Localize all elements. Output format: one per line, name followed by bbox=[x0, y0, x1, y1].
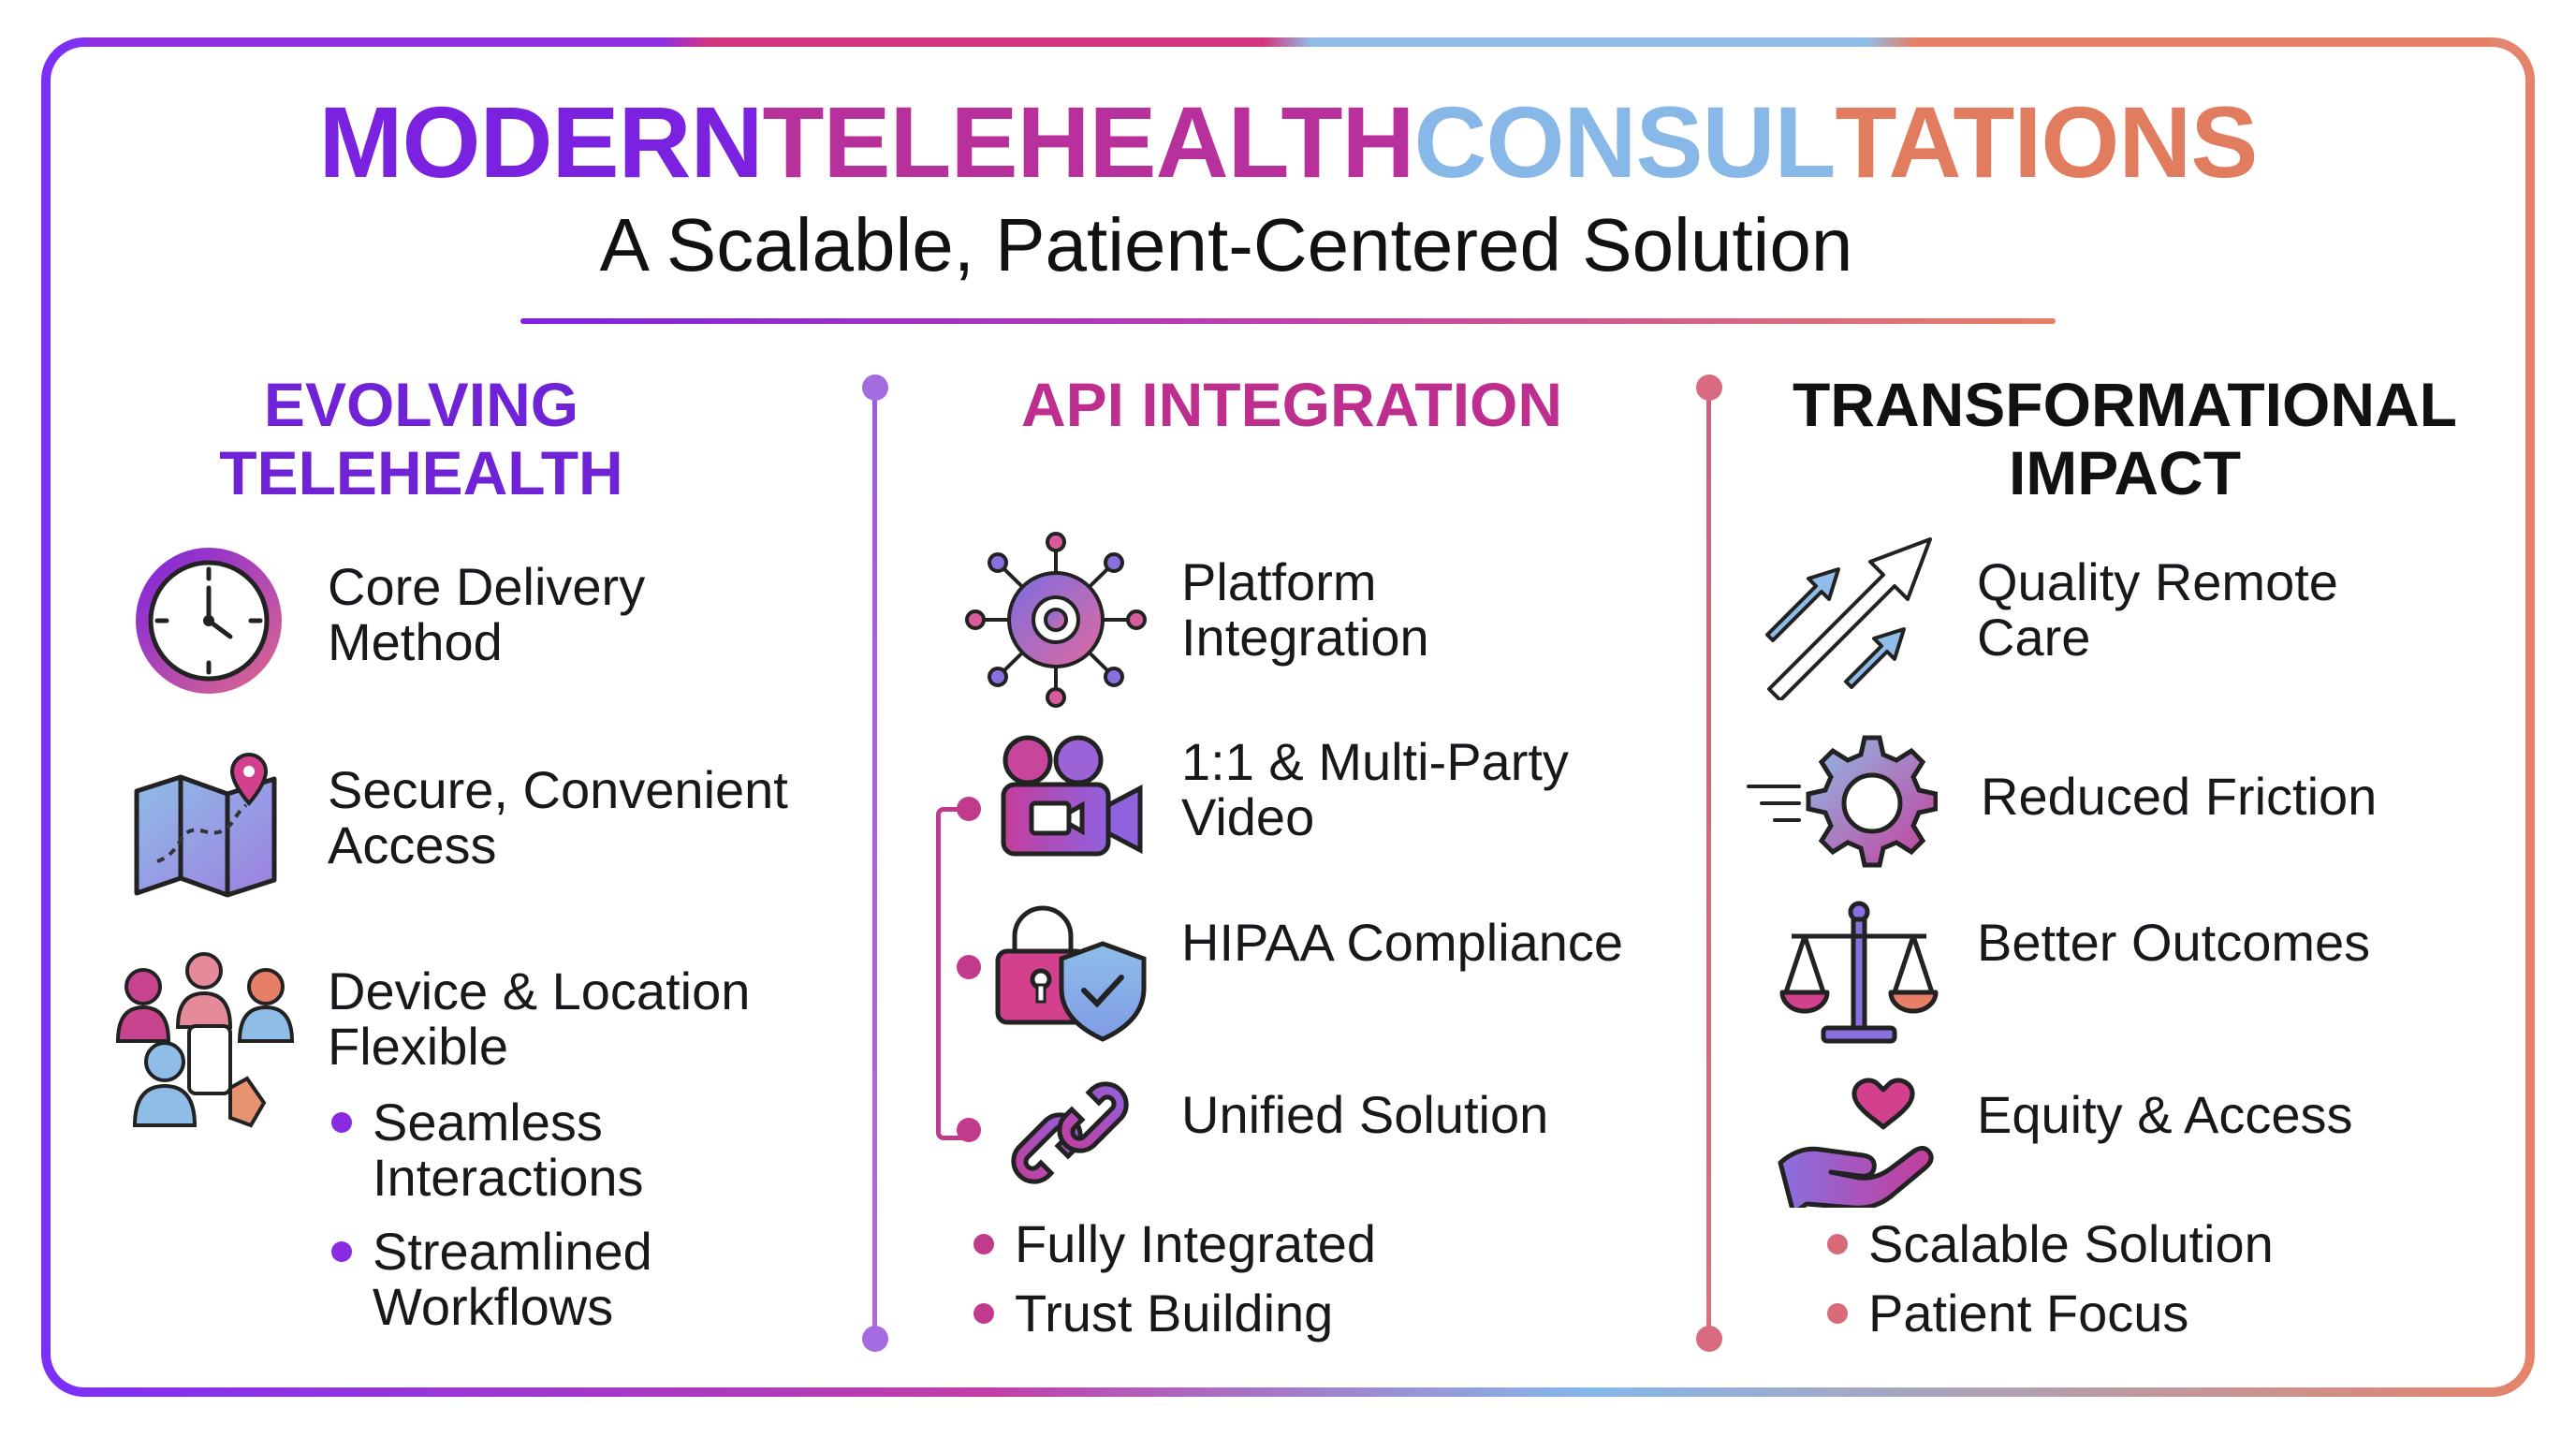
bullet-dot bbox=[973, 1234, 994, 1255]
item-reduced-friction: Reduced Friction bbox=[1981, 767, 2378, 826]
bullet-streamlined-line1: Streamlined bbox=[373, 1222, 652, 1281]
bullet-streamlined-line2: Workflows bbox=[373, 1276, 614, 1336]
clock-icon bbox=[136, 548, 282, 694]
heart-hand-icon bbox=[1778, 1078, 1934, 1208]
bullet-dot bbox=[1827, 1303, 1848, 1324]
column-separator-2 bbox=[1706, 386, 1711, 1339]
title-part-tations: TATIONS bbox=[1835, 85, 2259, 198]
item-core-delivery-line2: Method bbox=[328, 611, 503, 671]
bullet-dot bbox=[973, 1303, 994, 1324]
bullet-trust-building: Trust Building bbox=[973, 1284, 1334, 1343]
column-3-heading-line2: IMPACT bbox=[2008, 437, 2242, 507]
separator-2-bottom-dot bbox=[1696, 1326, 1722, 1352]
bullet-dot bbox=[331, 1112, 352, 1133]
item-secure-access-line2: Access bbox=[328, 814, 497, 874]
column-3-heading: TRANSFORMATIONAL IMPACT bbox=[1760, 371, 2490, 506]
item-outcomes-line1: Better Outcomes bbox=[1977, 913, 2371, 972]
bullet-streamlined-workflows: Streamlined Workflows bbox=[331, 1222, 652, 1336]
item-secure-access: Secure, Convenient Access bbox=[328, 760, 788, 874]
item-hipaa-compliance: HIPAA Compliance bbox=[1181, 913, 1624, 972]
item-device-flexible-line2: Flexible bbox=[328, 1016, 508, 1076]
item-friction-line1: Reduced Friction bbox=[1981, 767, 2378, 826]
growth-arrows-icon bbox=[1765, 537, 1932, 700]
item-video-line2: Video bbox=[1181, 786, 1315, 846]
people-device-icon bbox=[115, 952, 295, 1128]
item-secure-access-line1: Secure, Convenient bbox=[328, 760, 788, 819]
bullet-scalable-text: Scalable Solution bbox=[1868, 1214, 2274, 1273]
title-part-modern: MODERN bbox=[318, 85, 764, 198]
bullet-fully-integrated: Fully Integrated bbox=[973, 1214, 1376, 1273]
bullet-patient-focus: Patient Focus bbox=[1827, 1284, 2189, 1343]
bracket-dot-unified bbox=[957, 1118, 981, 1142]
item-quality-line2: Care bbox=[1977, 607, 2091, 667]
page-subtitle: A Scalable, Patient-Centered Solution bbox=[599, 203, 1853, 286]
balance-scale-icon bbox=[1779, 901, 1939, 1044]
bullet-seamless-line2: Interactions bbox=[373, 1147, 644, 1207]
speed-gear-icon bbox=[1747, 735, 1938, 868]
chain-link-icon bbox=[1011, 1081, 1129, 1184]
column-2-heading: API INTEGRATION bbox=[936, 371, 1647, 439]
item-better-outcomes: Better Outcomes bbox=[1977, 913, 2371, 972]
item-device-flexible-line1: Device & Location bbox=[328, 961, 751, 1020]
column-1-heading: EVOLVING TELEHEALTH bbox=[140, 371, 702, 506]
item-platform-line2: Integration bbox=[1181, 607, 1429, 667]
bullet-patient-focus-text: Patient Focus bbox=[1868, 1284, 2189, 1343]
outer-frame bbox=[41, 37, 2535, 1397]
item-unified-solution: Unified Solution bbox=[1181, 1085, 1549, 1144]
video-camera-icon bbox=[1001, 735, 1143, 857]
item-platform-integration: Platform Integration bbox=[1181, 552, 1429, 667]
bullet-scalable-solution: Scalable Solution bbox=[1827, 1214, 2274, 1273]
lock-shield-icon bbox=[995, 905, 1147, 1042]
separator-1-bottom-dot bbox=[862, 1326, 888, 1352]
item-hipaa-line1: HIPAA Compliance bbox=[1181, 913, 1624, 972]
title-part-telehealth: TELEHEALTH bbox=[762, 85, 1415, 198]
column-1-heading-line1: EVOLVING bbox=[263, 370, 579, 439]
integration-bracket bbox=[936, 807, 965, 1140]
network-gear-icon bbox=[965, 532, 1147, 708]
separator-1-top-dot bbox=[862, 374, 888, 401]
item-core-delivery: Core Delivery Method bbox=[328, 557, 646, 671]
item-device-flexible: Device & Location Flexible bbox=[328, 961, 751, 1076]
bullet-fully-integrated-text: Fully Integrated bbox=[1015, 1214, 1376, 1273]
map-pin-icon bbox=[134, 752, 277, 898]
column-1-heading-line2: TELEHEALTH bbox=[219, 437, 623, 507]
title-part-consul: CONSUL bbox=[1413, 85, 1837, 198]
item-quality-line1: Quality Remote bbox=[1977, 552, 2338, 611]
bullet-trust-building-text: Trust Building bbox=[1015, 1284, 1334, 1343]
item-core-delivery-line1: Core Delivery bbox=[328, 557, 646, 616]
column-2-heading-line1: API INTEGRATION bbox=[1020, 370, 1563, 439]
bullet-dot bbox=[1827, 1234, 1848, 1255]
bracket-dot-hipaa bbox=[957, 955, 981, 979]
page-title: MODERN TELEHEALTH CONSULTATIONS bbox=[0, 92, 2576, 193]
separator-2-top-dot bbox=[1696, 374, 1722, 401]
bullet-dot bbox=[331, 1241, 352, 1262]
column-3-heading-line1: TRANSFORMATIONAL bbox=[1792, 370, 2457, 439]
item-video-line1: 1:1 & Multi-Party bbox=[1181, 732, 1569, 791]
item-multi-party-video: 1:1 & Multi-Party Video bbox=[1181, 732, 1569, 846]
bullet-seamless-line1: Seamless bbox=[373, 1093, 603, 1152]
item-platform-line1: Platform bbox=[1181, 552, 1377, 611]
item-quality-remote-care: Quality Remote Care bbox=[1977, 552, 2338, 667]
item-equity-access: Equity & Access bbox=[1977, 1085, 2353, 1144]
bracket-dot-video bbox=[957, 797, 981, 821]
column-separator-1 bbox=[872, 386, 877, 1339]
item-equity-line1: Equity & Access bbox=[1977, 1085, 2353, 1144]
title-divider bbox=[520, 318, 2056, 324]
bullet-seamless-interactions: Seamless Interactions bbox=[331, 1093, 644, 1207]
item-unified-line1: Unified Solution bbox=[1181, 1085, 1549, 1144]
top-color-band bbox=[84, 37, 2492, 47]
